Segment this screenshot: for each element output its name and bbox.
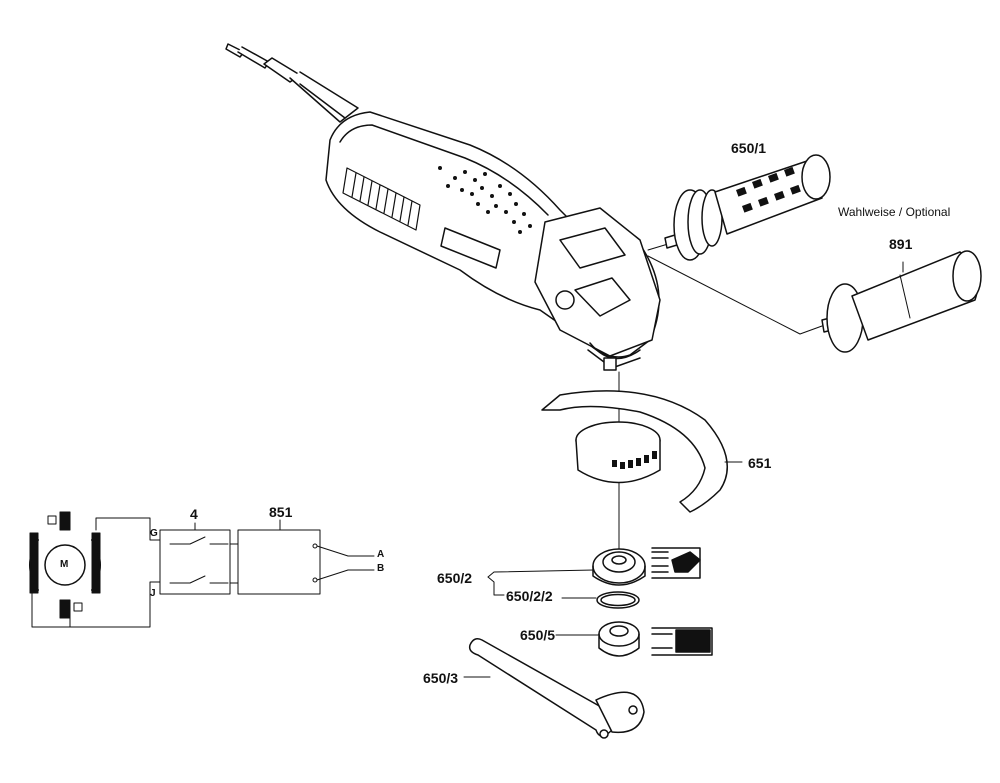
vent-grille xyxy=(342,167,421,231)
label-module: 851 xyxy=(269,504,293,520)
label-terminal-g: G xyxy=(150,528,158,539)
grip-dots xyxy=(438,166,532,234)
label-switch: 4 xyxy=(190,506,198,522)
gear-head xyxy=(534,207,661,371)
label-motor: M xyxy=(60,559,69,570)
side-handle xyxy=(664,154,831,261)
switch-box xyxy=(159,529,231,595)
label-o-ring: 650/2/2 xyxy=(506,588,553,604)
label-optional-note: Wahlweise / Optional xyxy=(838,205,951,219)
motor-symbol xyxy=(29,511,101,619)
pin-spanner xyxy=(463,638,645,739)
power-cord xyxy=(225,43,359,123)
label-terminal-j: J xyxy=(150,588,156,599)
mounting-flange xyxy=(592,548,646,586)
label-side-handle: 650/1 xyxy=(731,140,767,156)
label-flange-set: 650/2 xyxy=(437,570,473,586)
label-spanner: 650/3 xyxy=(423,670,459,686)
nut-profile xyxy=(651,627,713,656)
electronic-module xyxy=(237,529,321,595)
label-alt-handle: 891 xyxy=(889,236,913,252)
label-guard: 651 xyxy=(748,455,772,471)
lock-nut xyxy=(598,621,640,657)
flange-profile xyxy=(651,547,701,579)
angle-grinder xyxy=(225,43,661,371)
label-terminal-a: A xyxy=(377,549,385,560)
o-ring xyxy=(596,591,640,609)
wiring-diagram xyxy=(29,511,375,628)
wheel-guard xyxy=(541,390,743,513)
label-terminal-b: B xyxy=(377,563,385,574)
alt-handle xyxy=(821,250,982,353)
label-lock-nut: 650/5 xyxy=(520,627,556,643)
